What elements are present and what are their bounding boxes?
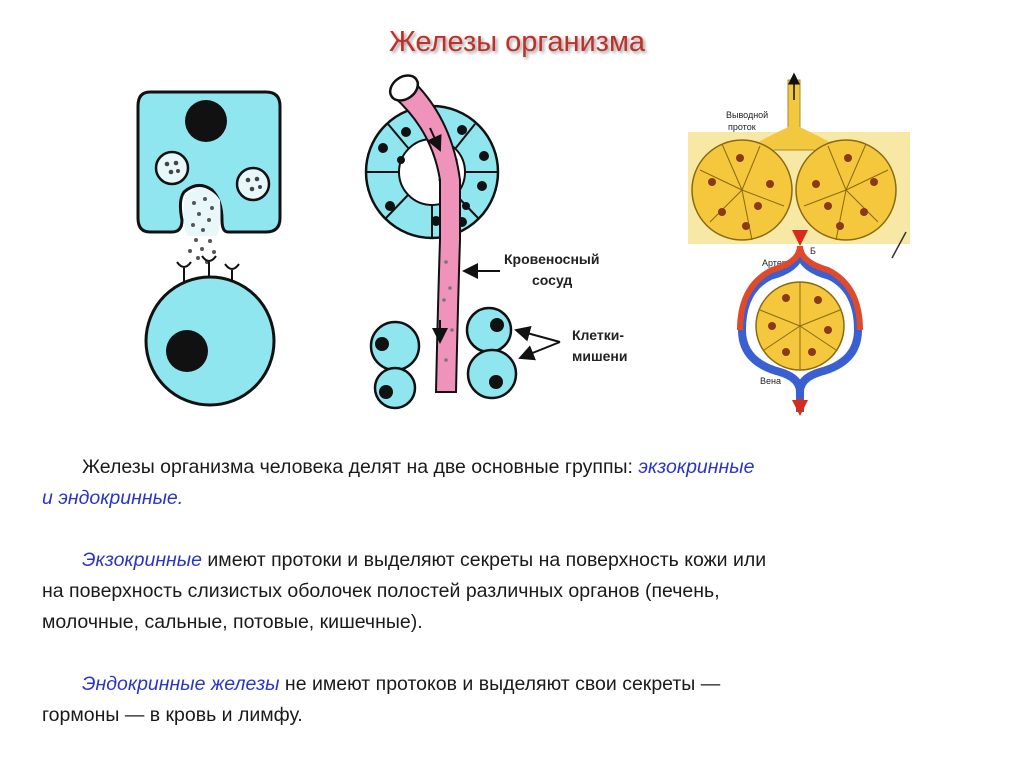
vessel-label-line2: сосуд [532, 272, 572, 288]
page-title: Железы организма [388, 26, 646, 58]
targets-label-line2: мишени [572, 348, 627, 364]
paragraph-exocrine: Экзокринные имеют протоки и выделяют сек… [42, 549, 767, 633]
paragraph-intro: Железы организма человека делят на две о… [42, 456, 755, 509]
vein-label: Вена [760, 376, 781, 386]
targets-label-line1: Клетки- [572, 327, 624, 343]
paragraph-endocrine: Эндокринные железы не имеют протоков и в… [42, 673, 721, 726]
term-exocrine-heading: Экзокринные [82, 549, 202, 571]
artery-label: Артерия [762, 258, 797, 268]
exocrine-endocrine-diagram: Выводной проток Б Артерия Вена [688, 72, 910, 416]
vessel-label-line1: Кровеносный [504, 251, 599, 267]
term-endocrine-heading: Эндокринные железы [82, 673, 280, 695]
term-exocrine: экзокринные [638, 456, 755, 478]
secretory-cell-diagram [136, 90, 282, 407]
duct-label-line1: Выводной [726, 110, 768, 120]
endocrine-gland-diagram: Кровеносный сосуд Клетки- мишени [364, 74, 627, 410]
term-endocrine: и эндокринные [42, 487, 178, 509]
duct-label-line2: проток [728, 122, 756, 132]
glands-illustration: Кровеносный сосуд Клетки- мишени Выводно… [136, 72, 910, 416]
letter-b: Б [810, 246, 816, 256]
